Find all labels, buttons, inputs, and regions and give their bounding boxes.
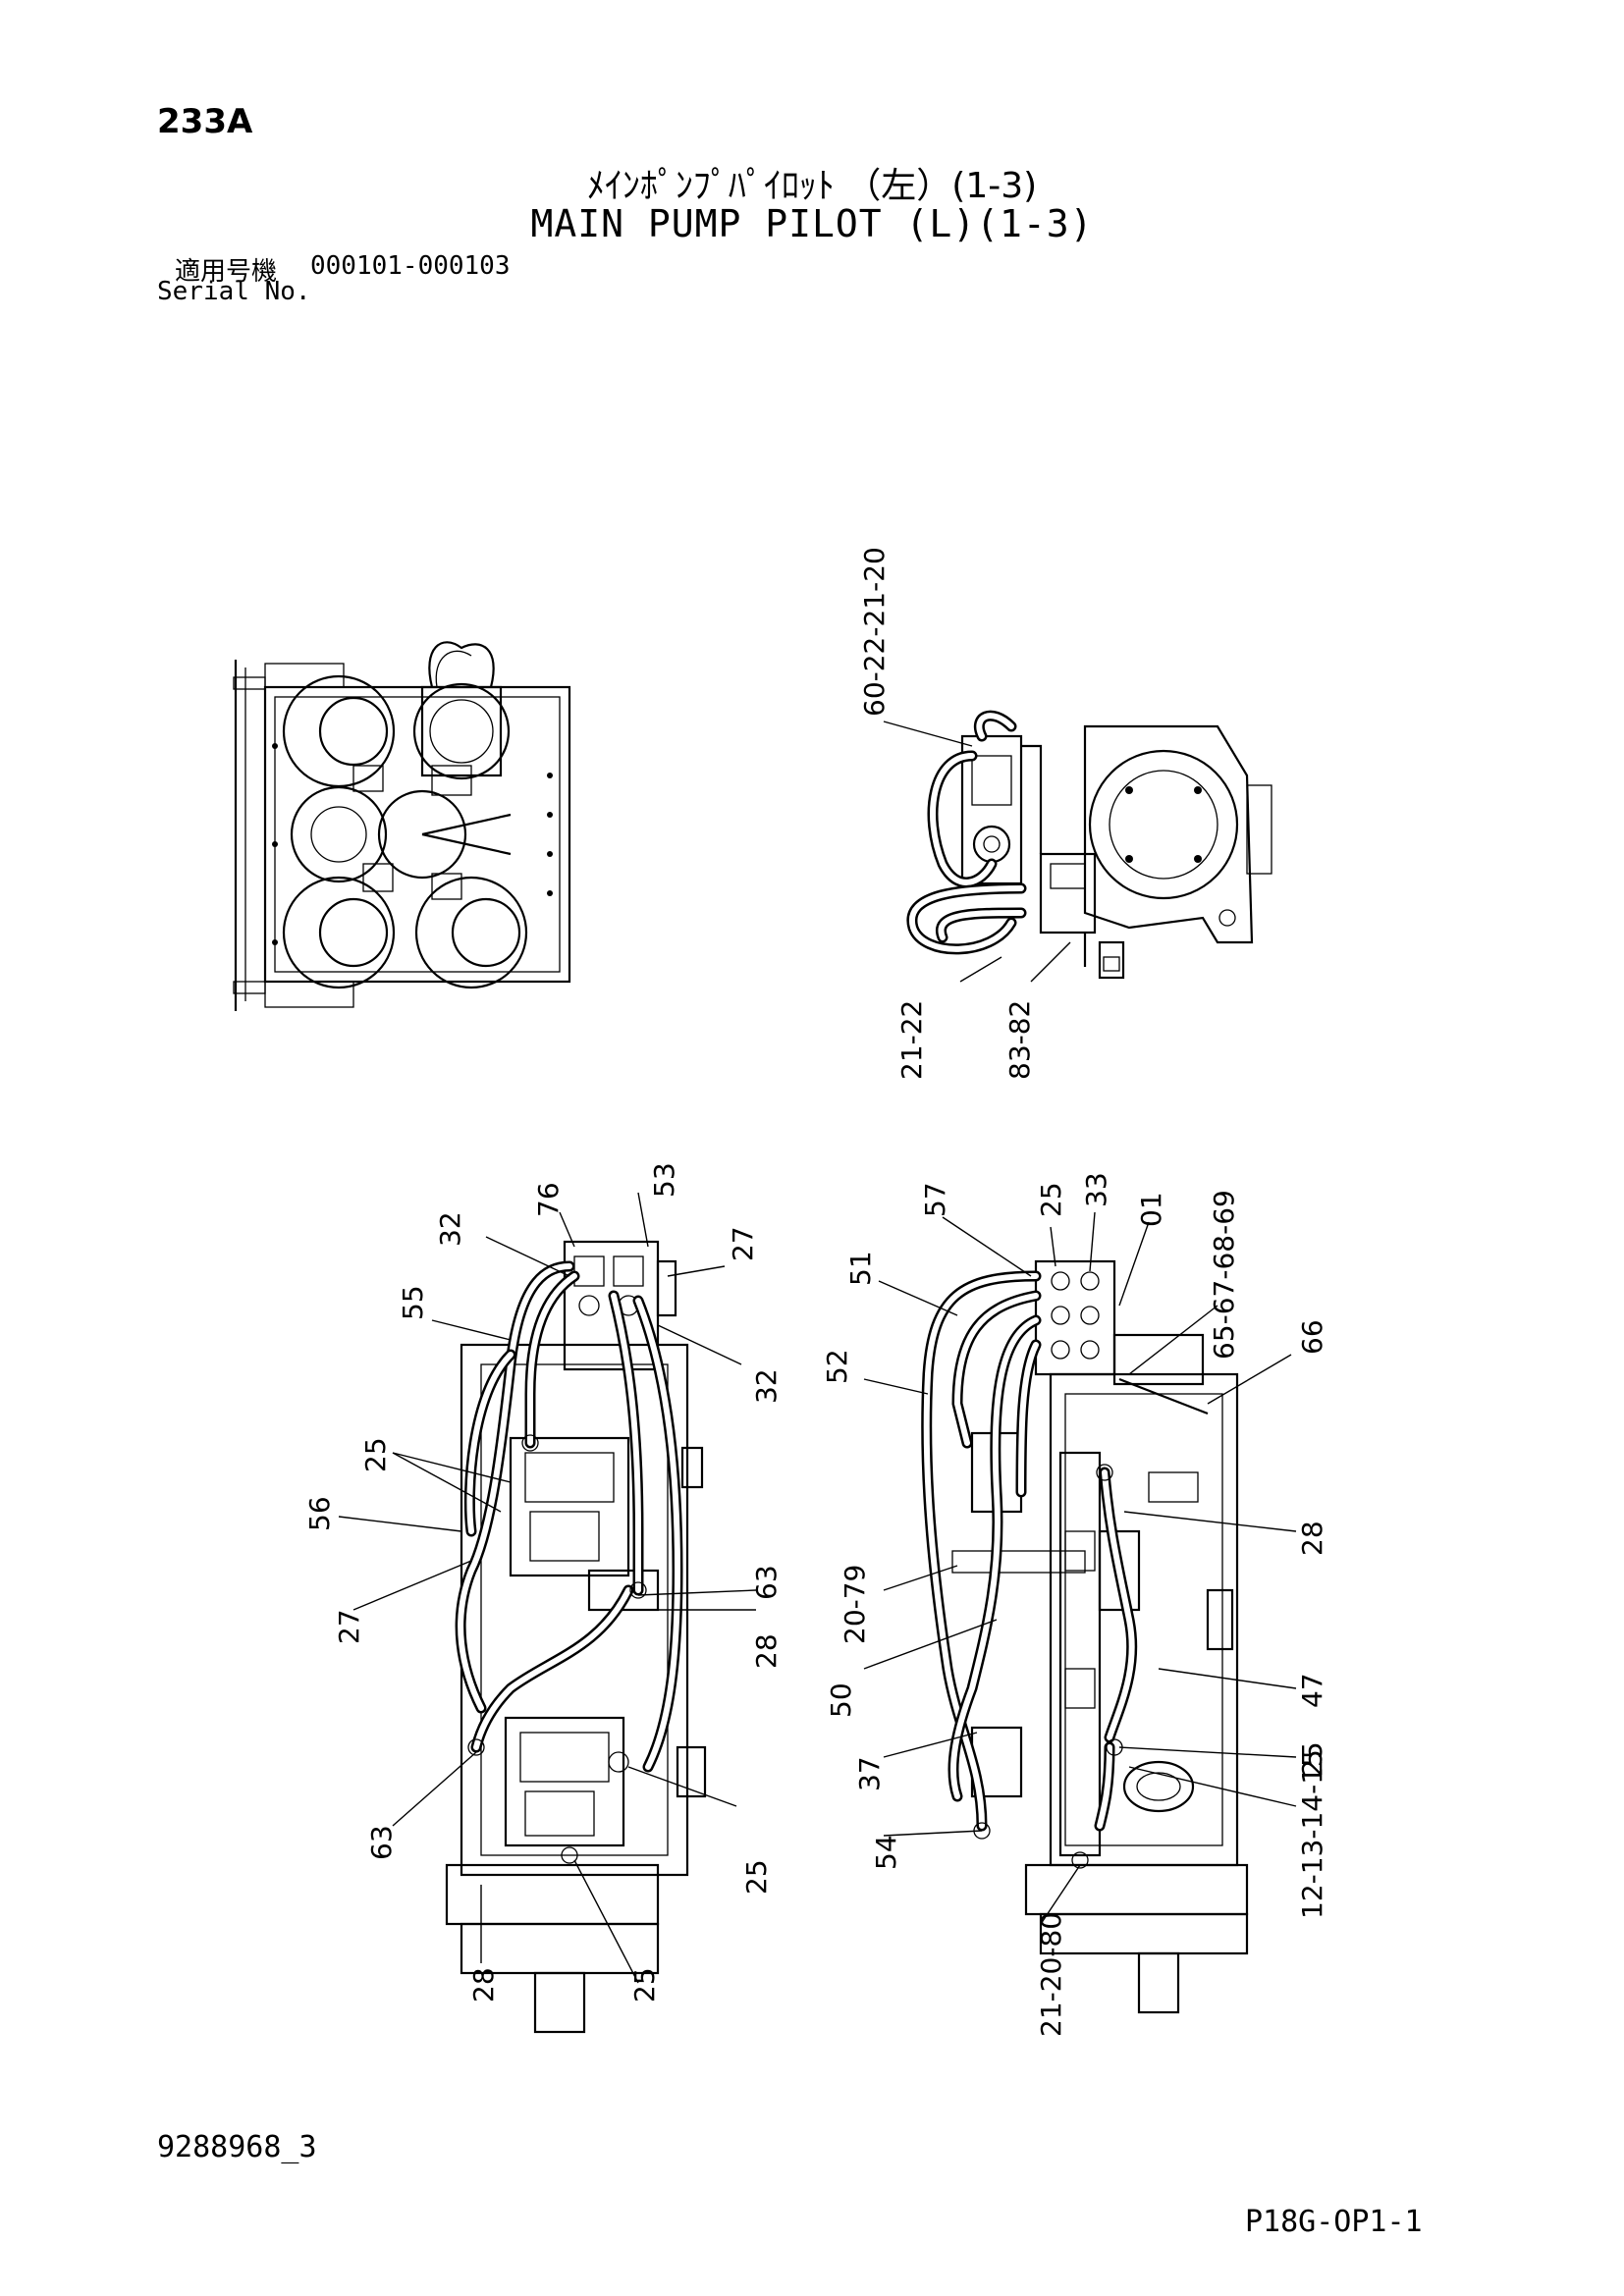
callout-55: 55 (397, 1285, 429, 1320)
callout-25-right: 25 (740, 1859, 773, 1895)
callout-25-right: 25 (1296, 1741, 1328, 1777)
callout-76: 76 (532, 1182, 565, 1217)
callout-28-right: 28 (750, 1633, 783, 1669)
callout-52: 52 (821, 1349, 853, 1384)
callout-32-right: 32 (750, 1368, 783, 1404)
callout-47: 47 (1296, 1673, 1328, 1708)
callout-27-top: 27 (727, 1226, 759, 1261)
callout-25-left: 25 (359, 1437, 392, 1472)
callout-28-bottom: 28 (467, 1967, 500, 2002)
front-view-right: 57 25 33 01 65-67-68-69 51 66 52 28 20-7… (821, 1172, 1328, 2037)
callout-21-20-80: 21-20-80 (1035, 1912, 1067, 2037)
callout-01: 01 (1135, 1192, 1167, 1227)
front-view-left: 76 53 32 27 55 32 25 56 27 63 28 63 25 2… (303, 1162, 783, 2034)
callout-25-top: 25 (1035, 1182, 1067, 1217)
callout-33: 33 (1080, 1172, 1112, 1207)
code-reference: P18G-OP1-1 (1245, 2205, 1423, 2239)
callout-60-22-21-20: 60-22-21-20 (858, 547, 891, 717)
callout-53: 53 (648, 1162, 680, 1198)
callout-27-left: 27 (333, 1609, 365, 1644)
callout-63-right: 63 (750, 1565, 783, 1600)
side-detail-view: 60-22-21-20 21-22 83-82 (858, 547, 1272, 1080)
callout-54: 54 (870, 1835, 902, 1870)
callout-12-13-14-15: 12-13-14-15 (1296, 1749, 1328, 1919)
overview-pump-housing (233, 641, 571, 1011)
callout-20-79: 20-79 (839, 1565, 871, 1644)
title-english: MAIN PUMP PILOT (L)(1-3) (530, 202, 1094, 245)
callout-21-22: 21-22 (895, 1000, 928, 1080)
callout-51: 51 (844, 1251, 877, 1286)
callout-56: 56 (303, 1496, 336, 1531)
callout-50: 50 (825, 1682, 857, 1718)
callout-28: 28 (1296, 1521, 1328, 1556)
callout-57: 57 (919, 1182, 951, 1217)
title-japanese: ﾒｲﾝﾎﾟﾝﾌﾟﾊﾟｲﾛｯﾄ （左）(1-3) (586, 166, 1038, 206)
page-number: 233A (157, 102, 253, 141)
callout-65-67-68-69: 65-67-68-69 (1208, 1190, 1240, 1360)
serial-range: 000101-000103 (310, 251, 511, 281)
callout-32-top: 32 (434, 1211, 466, 1247)
callout-63-left: 63 (365, 1825, 398, 1860)
drawing-number: 9288968_3 (157, 2130, 317, 2164)
serial-label-english: Serial No. (157, 277, 311, 306)
callout-37: 37 (853, 1756, 886, 1791)
callout-83-82: 83-82 (1003, 1000, 1036, 1080)
callout-25-bottom: 25 (628, 1967, 661, 2002)
serial-label-japanese: 適用号機 (175, 257, 278, 287)
callout-66: 66 (1296, 1319, 1328, 1355)
